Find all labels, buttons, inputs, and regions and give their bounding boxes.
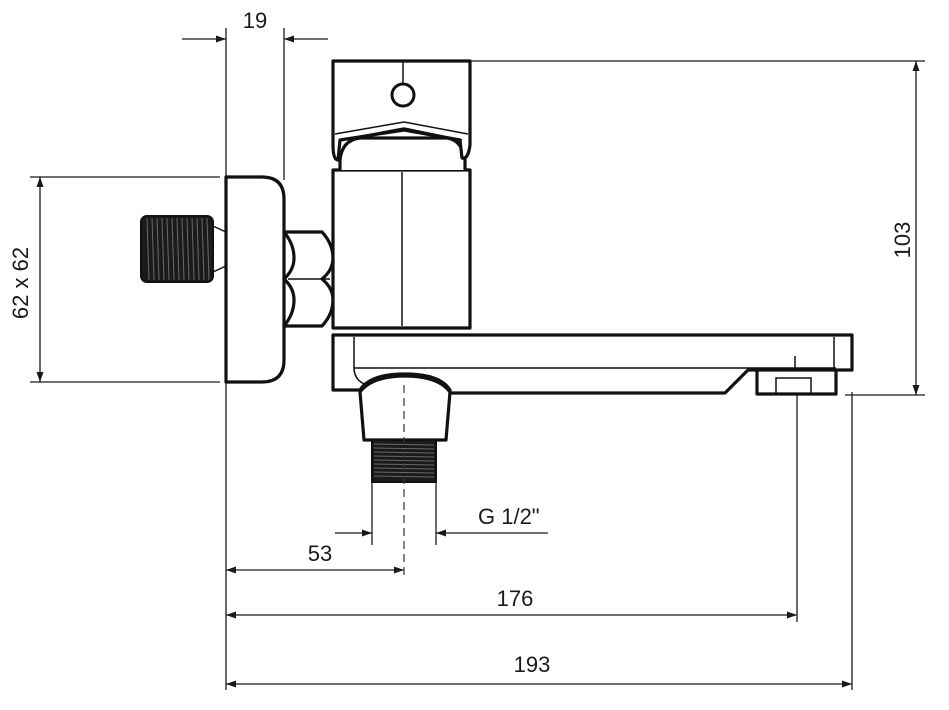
- lever-handle: [331, 59, 472, 162]
- dim-label-spout-outlet: 176: [497, 586, 534, 611]
- dim-label-height: 103: [890, 222, 915, 259]
- bottom-outlet: [358, 374, 452, 483]
- dim-176: 176: [226, 586, 797, 619]
- wall-thread: [140, 215, 227, 283]
- aerator: [755, 368, 838, 396]
- dim-62x62: 62 x 62: [8, 177, 44, 382]
- dim-103: 103: [890, 61, 920, 395]
- indicator-hole: [390, 82, 416, 108]
- mixer-body: [331, 136, 472, 330]
- dim-label-thread: G 1/2": [478, 504, 540, 529]
- dim-label-rosette: 62 x 62: [8, 247, 33, 319]
- dim-label-overall-length: 193: [514, 652, 551, 677]
- dim-label-outlet-center: 53: [308, 541, 332, 566]
- hex-nut: [282, 230, 335, 328]
- spout: [331, 333, 854, 395]
- dim-19: 19: [182, 8, 328, 43]
- rosette-plate: [224, 175, 286, 384]
- dim-53: 53: [226, 541, 404, 574]
- dim-label-wall-offset: 19: [243, 8, 267, 33]
- dim-193: 193: [226, 652, 852, 688]
- dim-thread: G 1/2": [335, 504, 548, 537]
